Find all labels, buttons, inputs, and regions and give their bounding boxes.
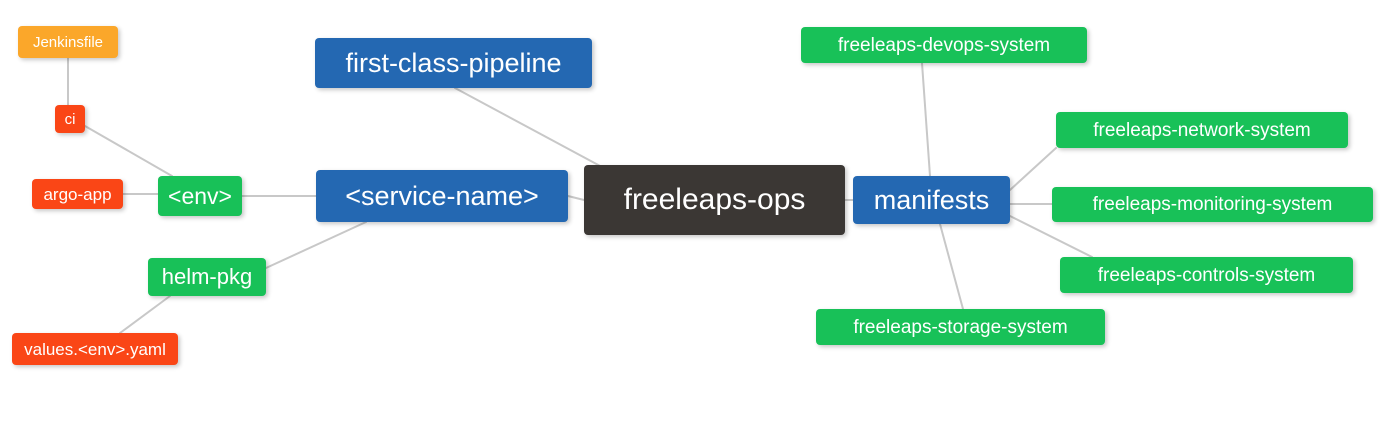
node-label: freeleaps-controls-system xyxy=(1097,264,1316,286)
node-manifests[interactable]: manifests xyxy=(853,176,1010,224)
node-label: Jenkinsfile xyxy=(32,33,104,51)
node-label: freeleaps-ops xyxy=(623,183,806,216)
node-label: values.<env>.yaml xyxy=(24,339,166,359)
edge-service-name-to-helm-pkg xyxy=(265,221,367,269)
node-values.<env>.yaml[interactable]: values.<env>.yaml xyxy=(12,333,178,365)
node-freeleaps-ops[interactable]: freeleaps-ops xyxy=(584,165,845,235)
node-freeleaps-storage-system[interactable]: freeleaps-storage-system xyxy=(816,309,1105,345)
edge-manifests-to-freeleaps-network-system xyxy=(1009,147,1057,191)
node-label: first-class-pipeline xyxy=(345,47,562,78)
node-label: freeleaps-network-system xyxy=(1093,119,1311,141)
edge-manifests-to-freeleaps-controls-system xyxy=(1009,215,1093,258)
node-label: freeleaps-devops-system xyxy=(837,34,1051,56)
node-Jenkinsfile[interactable]: Jenkinsfile xyxy=(18,26,118,58)
node-ci[interactable]: ci xyxy=(55,105,85,133)
node-helm-pkg[interactable]: helm-pkg xyxy=(148,258,266,296)
node-freeleaps-controls-system[interactable]: freeleaps-controls-system xyxy=(1060,257,1353,293)
edge-helm-pkg-to-values.<env>.yaml xyxy=(119,295,171,334)
node-label: <service-name> xyxy=(345,180,539,211)
node-label: ci xyxy=(64,110,76,128)
node-service-name[interactable]: <service-name> xyxy=(316,170,568,222)
node-label: manifests xyxy=(873,184,990,215)
node-label: freeleaps-monitoring-system xyxy=(1092,194,1333,215)
edge-freeleaps-ops-to-service-name xyxy=(567,195,585,201)
node-freeleaps-devops-system[interactable]: freeleaps-devops-system xyxy=(801,27,1087,63)
node-label: freeleaps-storage-system xyxy=(853,316,1068,338)
node-first-class-pipeline[interactable]: first-class-pipeline xyxy=(315,38,592,88)
edge-freeleaps-ops-to-first-class-pipeline xyxy=(454,87,603,168)
node-freeleaps-network-system[interactable]: freeleaps-network-system xyxy=(1056,112,1348,148)
edge-env-to-ci xyxy=(84,125,173,177)
node-label: helm-pkg xyxy=(161,264,253,289)
edge-manifests-to-freeleaps-storage-system xyxy=(939,223,964,310)
node-freeleaps-monitoring-system[interactable]: freeleaps-monitoring-system xyxy=(1052,187,1373,222)
node-argo-app[interactable]: argo-app xyxy=(32,179,123,209)
node-env[interactable]: <env> xyxy=(158,176,242,216)
node-label: argo-app xyxy=(43,184,112,204)
edge-manifests-to-freeleaps-devops-system xyxy=(921,62,931,177)
node-label: <env> xyxy=(168,182,232,209)
